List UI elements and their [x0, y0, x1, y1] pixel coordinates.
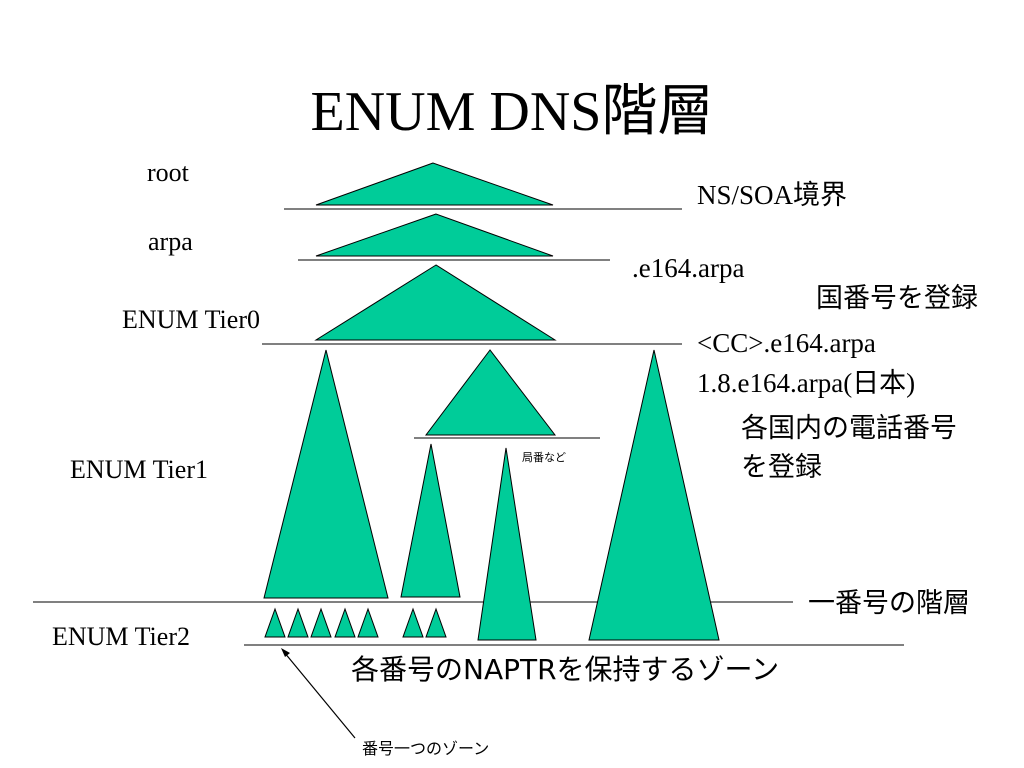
arrow-head-icon	[281, 648, 290, 657]
per-number-zone-label: 番号一つのゾーン	[362, 739, 490, 758]
tier2-number-zone-triangle	[357, 607, 379, 638]
tier2-number-zone-triangle	[310, 607, 332, 638]
tier2-number-zone-triangle	[402, 607, 424, 638]
number-level-label: 一番号の階層	[808, 588, 970, 619]
tier1-zone-triangle-left	[263, 349, 389, 599]
tier1-zone-triangle-right	[588, 349, 720, 641]
tier2-number-zone-triangle	[264, 607, 286, 638]
tier1-zone-triangle-mid	[400, 443, 461, 598]
level-label-arpa: arpa	[148, 227, 193, 256]
level-label-tier1: ENUM Tier1	[70, 455, 208, 484]
country-register-label: 国番号を登録	[816, 283, 978, 314]
jp-e164-label: 1.8.e164.arpa(日本)	[697, 368, 916, 398]
page-title: ENUM DNS階層	[310, 81, 714, 143]
tier1-exchange-triangle	[424, 349, 557, 436]
cc-e164-label: <CC>.e164.arpa	[697, 328, 876, 358]
exchange-label: 局番など	[522, 451, 566, 464]
e164-arpa-label: .e164.arpa	[632, 253, 745, 283]
ns-soa-boundary-label: NS/SOA境界	[697, 180, 848, 210]
domestic-register-label-line2: を登録	[741, 452, 822, 483]
tier0-zone-triangle	[314, 264, 557, 341]
tier2-number-zone-triangle	[425, 607, 447, 638]
per-number-zone-arrow	[283, 651, 356, 739]
tier2-number-zone-triangle	[334, 607, 356, 638]
level-label-root: root	[147, 158, 189, 187]
tier1-zone-triangle-tall	[477, 447, 537, 641]
tier2-number-zone-triangle	[287, 607, 309, 638]
arpa-zone-triangle	[315, 213, 554, 257]
level-label-tier2: ENUM Tier2	[52, 622, 190, 651]
naptr-zone-label: 各番号のNAPTRを保持するゾーン	[351, 653, 780, 686]
domestic-register-label-line1: 各国内の電話番号	[741, 413, 957, 444]
level-label-tier0: ENUM Tier0	[122, 305, 260, 334]
root-zone-triangle	[315, 162, 554, 206]
